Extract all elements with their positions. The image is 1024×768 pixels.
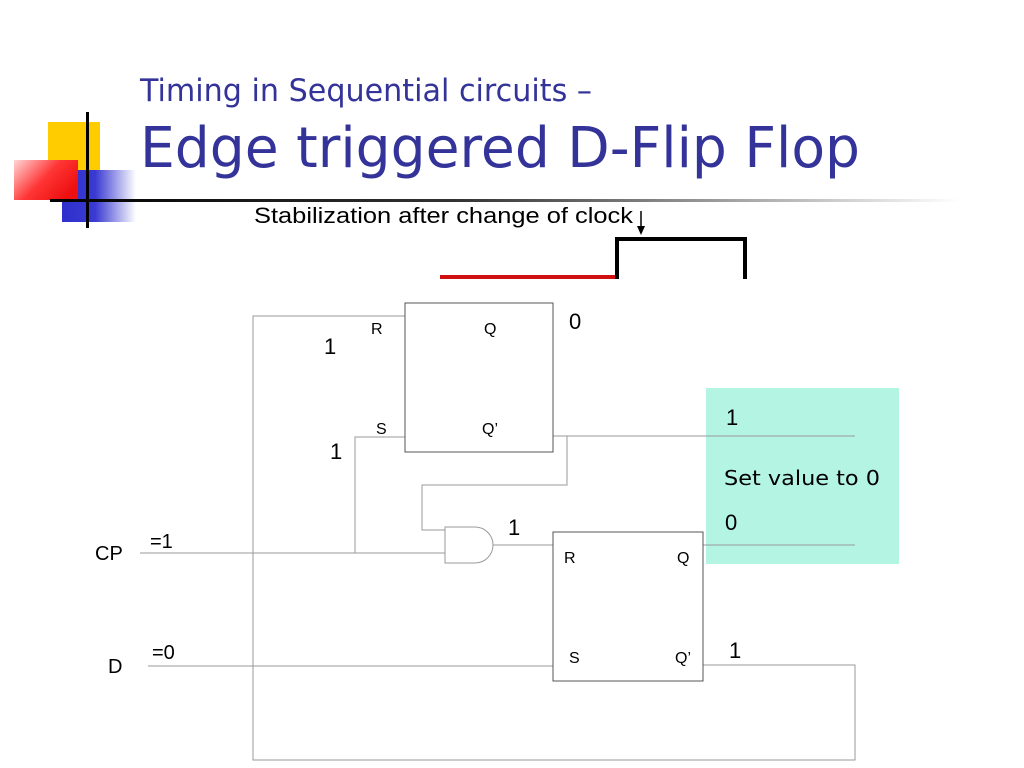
ff2-q-label: Q (677, 550, 689, 567)
down-arrow-head (637, 226, 645, 235)
ff1-s-value: 1 (330, 439, 342, 464)
and-gate (444, 526, 494, 564)
wire-feedback-loop (252, 315, 856, 761)
slide-title: Edge triggered D-Flip Flop (140, 116, 860, 181)
wires (140, 315, 856, 761)
wire-ff1-qbar-to-gate (421, 436, 568, 531)
d-label: D (108, 656, 122, 678)
note-box (706, 388, 899, 564)
ff1-s-label: S (376, 421, 387, 438)
wire-ff1-set-input (354, 436, 405, 553)
ff2-qbar-label: Q’ (675, 650, 691, 667)
flip-flop-2-body (552, 531, 704, 682)
cp-value: =1 (150, 531, 173, 553)
d-value: =0 (152, 642, 175, 664)
down-arrow-icon (637, 211, 645, 235)
note-top-value: 1 (726, 405, 738, 430)
flip-flop-2: R Q S Q’ (552, 531, 704, 682)
and-gate-output-value: 1 (508, 515, 520, 540)
ff1-r-value: 1 (324, 334, 336, 359)
ff2-s-label: S (569, 650, 580, 667)
ff1-r-label: R (371, 321, 383, 338)
slide-subtitle: Timing in Sequential circuits – (139, 73, 592, 109)
ff2-r-label: R (564, 550, 576, 567)
cp-label: CP (95, 543, 123, 565)
clock-note: Stabilization after change of clock (254, 203, 634, 228)
title-rule (50, 199, 960, 202)
logo-red-bar (14, 160, 78, 200)
ff1-q-value: 0 (569, 309, 581, 334)
flip-flop-1: R Q S Q’ (371, 302, 554, 453)
note-text: Set value to 0 (724, 466, 880, 490)
note-bottom-value: 0 (725, 510, 737, 535)
logo-vertical-line (86, 112, 89, 228)
logo-decoration (14, 112, 136, 228)
ff1-qbar-label: Q’ (482, 421, 498, 438)
flip-flop-1-body (404, 302, 554, 453)
ff2-qbar-value: 1 (729, 638, 741, 663)
clock-high-pulse (615, 237, 747, 279)
ff1-q-label: Q (484, 321, 496, 338)
